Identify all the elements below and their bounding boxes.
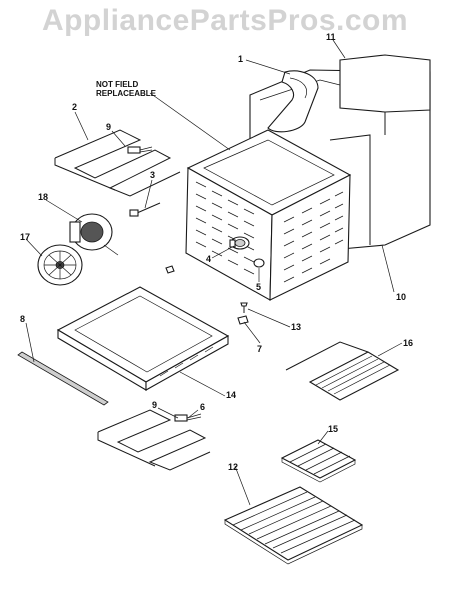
part-trim-strip xyxy=(17,351,109,406)
part-broil-element xyxy=(54,129,181,197)
part-oven-light xyxy=(229,236,250,250)
callout-1: 1 xyxy=(238,54,243,64)
part-screw-13 xyxy=(240,302,248,313)
callout-8: 8 xyxy=(20,314,25,324)
right-wall-vent-slots xyxy=(283,191,344,283)
callout-4: 4 xyxy=(206,254,211,264)
callout-12: 12 xyxy=(228,462,238,472)
callout-17: 17 xyxy=(20,232,30,242)
part-vent-strap xyxy=(267,70,319,133)
note-line-2: REPLACEABLE xyxy=(96,89,157,98)
part-oven-bottom xyxy=(56,286,230,391)
part-sensor-probe xyxy=(129,202,161,217)
part-oven-rack-12 xyxy=(223,486,364,565)
part-fan-blade xyxy=(37,244,83,286)
callout-2: 2 xyxy=(72,102,77,112)
callout-18: 18 xyxy=(38,192,48,202)
not-field-replaceable-note: NOT FIELD REPLACEABLE xyxy=(96,80,156,98)
oven-cavity xyxy=(185,129,352,301)
callout-15: 15 xyxy=(328,424,338,434)
part-convection-fan-motor xyxy=(69,213,119,256)
part-clip-7 xyxy=(237,315,249,325)
callout-10: 10 xyxy=(396,292,406,302)
part-oven-rack-15 xyxy=(280,439,357,483)
callout-5: 5 xyxy=(256,282,261,292)
part-light-lens xyxy=(253,258,265,268)
watermark-text: AppliancePartsPros.com xyxy=(41,4,409,37)
callout-7: 7 xyxy=(257,344,262,354)
callout-6: 6 xyxy=(200,402,205,412)
callout-3: 3 xyxy=(150,170,155,180)
callout-14: 14 xyxy=(226,390,236,400)
part-bake-element xyxy=(97,409,211,471)
callout-numbers: 1 2 3 4 5 6 7 8 9 9 10 11 12 13 14 15 16… xyxy=(20,32,413,472)
part-clip-small xyxy=(165,265,175,274)
note-line-1: NOT FIELD xyxy=(96,80,139,89)
leader-lines xyxy=(25,39,403,506)
callout-9-bottom: 9 xyxy=(152,400,157,410)
callout-9-top: 9 xyxy=(106,122,111,132)
callout-11: 11 xyxy=(326,32,336,42)
left-wall-vent-slots xyxy=(195,181,255,275)
callout-16: 16 xyxy=(403,338,413,348)
part-oven-rack-16 xyxy=(285,341,400,401)
callout-13: 13 xyxy=(291,322,301,332)
